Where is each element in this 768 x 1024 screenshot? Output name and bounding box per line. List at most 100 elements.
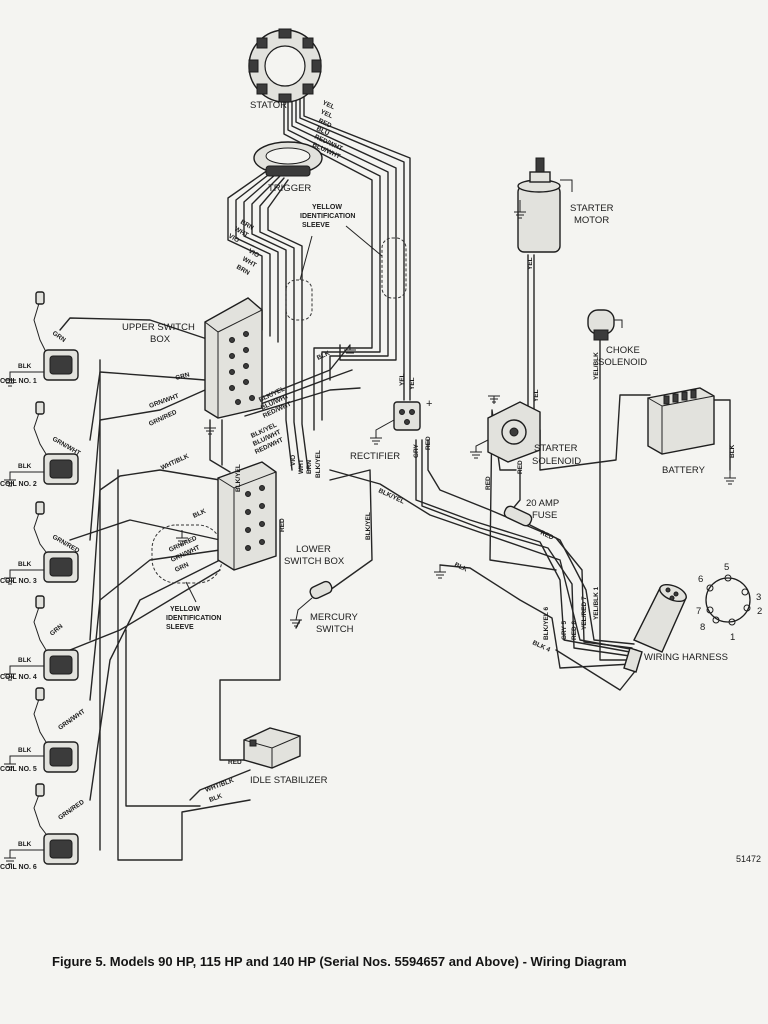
trigger-wire-label-4: VIO (247, 248, 260, 260)
lower-top-label-4: BRN (306, 460, 313, 474)
pin-8: 8 (700, 622, 705, 633)
starter-motor (514, 157, 573, 253)
pin-7: 7 (696, 606, 701, 617)
callout-lines (185, 225, 383, 603)
coil-4-ground-label: BLK (18, 657, 32, 664)
starter-wire-label-1: YEL (527, 257, 534, 270)
starter-solenoid-label-1: STARTER (534, 443, 578, 454)
coil-4 (4, 595, 79, 681)
lower-top-label-2: VIO (290, 455, 297, 466)
starter-wire-label-2: YEL (533, 389, 540, 402)
rectifier-wire-label-2: YEL (409, 377, 416, 390)
wiring-harness-label: WIRING HARNESS (644, 652, 728, 663)
lower-top-label-3: WHT (298, 459, 305, 474)
upper-box-wire-label-1: GRN (175, 371, 191, 382)
coil-2-ground-label: BLK (18, 463, 32, 470)
stator-wire-label-2: YEL (319, 108, 333, 120)
mercury-switch (290, 580, 333, 627)
lower-side-label-5: GRN (174, 561, 190, 574)
rectifier-label: RECTIFIER (350, 451, 400, 462)
rectifier (370, 401, 421, 445)
mercury-switch-label-1: MERCURY (310, 612, 359, 623)
upper-switch-box-label-2: BOX (150, 334, 171, 345)
harness-wire-label-3: RED 8 (571, 620, 578, 640)
coil-1-ground-label: BLK (18, 363, 32, 370)
coil-4-wire-label: GRN (49, 623, 65, 638)
lower-top-label-5: BLK/YEL (315, 450, 322, 478)
harness-wire-label-6: BLK 4 (531, 639, 551, 653)
yellow-sleeve-top-label: YELLOW IDENTIFICATION SLEEVE (300, 204, 355, 229)
yellow-sleeve-top-line-3: SLEEVE (302, 222, 330, 229)
yellow-sleeve-top-line-1: YELLOW (312, 204, 342, 211)
starter-motor-label-1: STARTER (570, 203, 614, 214)
coil-6-wire-label: GRN/RED (57, 799, 86, 822)
coil-1-wire-label: GRN (51, 330, 67, 344)
harness-wire-label-1: BLK/YEL 6 (543, 607, 550, 640)
lower-box-bottom-label: RED (279, 518, 286, 532)
stator-label: STATOR (250, 100, 287, 111)
coil-6 (4, 783, 79, 865)
rectifier-wire-labels: YEL YEL GRY RED (399, 373, 432, 458)
lower-switch-box-label-2: SWITCH BOX (284, 556, 345, 567)
upper-switch-box-label-1: UPPER SWITCH (122, 322, 195, 333)
battery (647, 387, 736, 485)
harness-pin-numbers: 5 6 3 2 7 8 1 (696, 562, 762, 643)
lower-box-top-labels: BLK/YEL VIO WHT BRN BLK/YEL (235, 450, 322, 492)
harness-wire-label-5: YEL/BLK 1 (593, 586, 600, 620)
coil-2 (4, 401, 79, 487)
pin-5: 5 (724, 562, 729, 573)
starter-solenoid (470, 395, 541, 463)
starter-solenoid-label-2: SOLENOID (532, 456, 581, 467)
yellow-sleeve-bottom-line-1: YELLOW (170, 606, 200, 613)
mercury-wire-label: BLK/YEL (365, 512, 372, 540)
battery-wire-label: BLK (729, 444, 736, 458)
idle-wire-label-1: RED (228, 759, 242, 766)
pin-2: 2 (757, 606, 762, 617)
coil-1-label: COIL NO. 1 (0, 378, 37, 385)
harness-wire-label-4: YEL/RED 7 (581, 596, 588, 630)
coil-5-wire-label: GRN/WHT (57, 708, 86, 732)
choke-solenoid-label-1: CHOKE (606, 345, 640, 356)
upper-box-wire-label-2: GRN/WHT (148, 393, 180, 410)
lower-side-label-1: WHT/BLK (160, 453, 190, 472)
trigger (253, 141, 323, 177)
rectifier-wire-label-3: GRY (413, 443, 420, 458)
coil-1 (4, 291, 79, 387)
ignition-coils (4, 291, 79, 865)
fuse-label-2: FUSE (532, 510, 557, 521)
rectifier-wire-label-1: YEL (399, 373, 406, 386)
solenoid-wire-label-2: RED (485, 476, 492, 490)
fuse-label-1: 20 AMP (526, 498, 559, 509)
mercury-switch-label-2: SWITCH (316, 624, 354, 635)
coil-6-label: COIL NO. 6 (0, 864, 37, 871)
coil-2-label: COIL NO. 2 (0, 481, 37, 488)
coil-5-label: COIL NO. 5 (0, 766, 37, 773)
solenoid-wire-label-1: RED (517, 460, 524, 474)
coil-4-label: COIL NO. 4 (0, 674, 37, 681)
yellow-sleeve-top-line-2: IDENTIFICATION (300, 213, 355, 220)
trigger-label: TRIGGER (268, 183, 311, 194)
yellow-sleeve-bottom-label: YELLOW IDENTIFICATION SLEEVE (166, 606, 221, 631)
wiring-harness-plug (623, 583, 687, 673)
yellow-sleeve-bottom-line-2: IDENTIFICATION (166, 615, 221, 622)
lower-top-label-1: BLK/YEL (235, 464, 242, 492)
idle-wire-label-2: WHT/BLK (204, 777, 235, 794)
coil-3-label: COIL NO. 3 (0, 578, 37, 585)
ground-symbols (176, 345, 446, 579)
choke-solenoid (587, 309, 623, 341)
trigger-wire-label-3: VIO (227, 233, 240, 245)
lower-side-label-2: BLK (192, 508, 207, 520)
idle-stabilizer (243, 727, 301, 769)
figure-number: 51472 (736, 854, 761, 864)
coil-3-ground-label: BLK (18, 561, 32, 568)
harness-wire-label-2: GRY 5 (561, 620, 568, 640)
choke-solenoid-label-2: SOLENOID (598, 357, 647, 368)
idle-wire-label-3: BLK (208, 793, 223, 804)
lower-switch-box-label-1: LOWER (296, 544, 331, 555)
wire-harness (59, 89, 731, 861)
plus-sign: + (426, 398, 432, 410)
idle-stabilizer-label: IDLE STABILIZER (250, 775, 328, 786)
stator (248, 28, 322, 103)
coil-5 (4, 687, 79, 773)
